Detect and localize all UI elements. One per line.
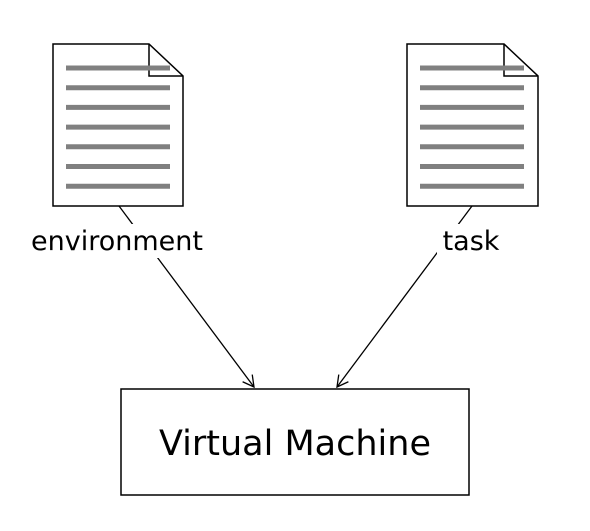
document-task-icon <box>406 43 539 207</box>
document-task-text-lines <box>420 65 524 189</box>
document-environment-text-lines <box>66 65 170 189</box>
environment-label: environment <box>31 226 203 257</box>
task-label: task <box>443 226 500 257</box>
virtual-machine-box <box>120 388 470 496</box>
document-environment-icon <box>52 43 184 207</box>
virtual-machine-label: Virtual Machine <box>159 424 431 464</box>
